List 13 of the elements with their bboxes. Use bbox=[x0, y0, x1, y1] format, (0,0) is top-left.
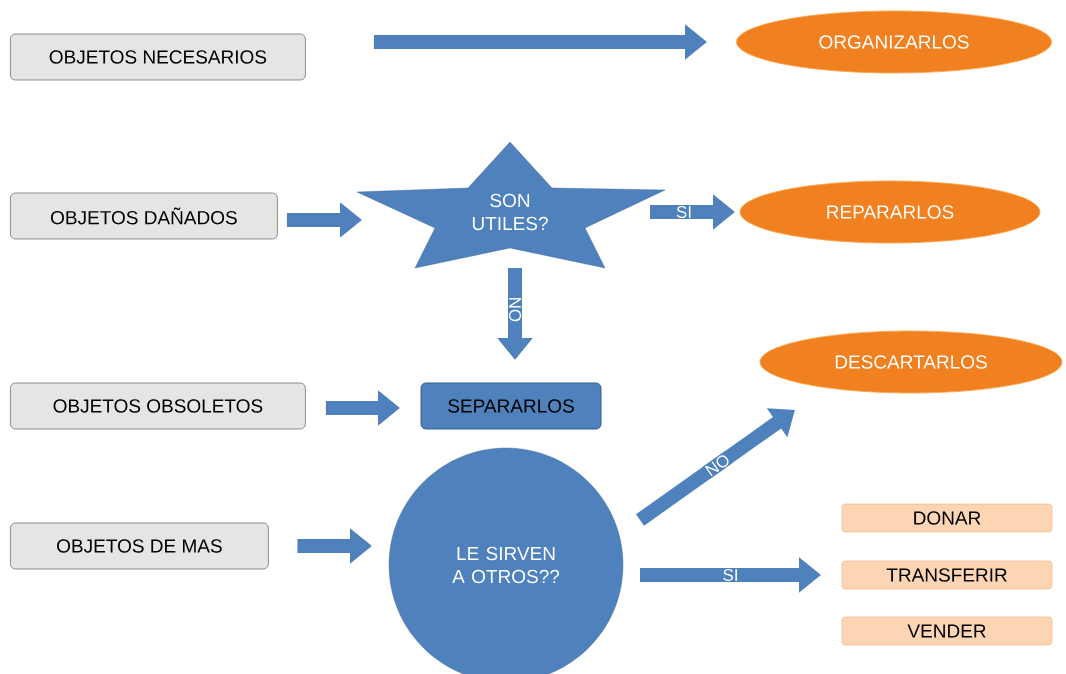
option-box: DONAR bbox=[841, 503, 1053, 533]
label-box: OBJETOS NECESARIOS bbox=[10, 33, 306, 81]
block-arrow bbox=[635, 408, 795, 526]
label-box: OBJETOS DE MAS bbox=[10, 522, 269, 570]
process-box: SEPARARLOS bbox=[420, 382, 602, 430]
label-box: OBJETOS DAÑADOS bbox=[10, 192, 278, 240]
label-box: OBJETOS OBSOLETOS bbox=[10, 382, 306, 430]
edge-label: NO bbox=[508, 295, 522, 324]
option-box: TRANSFERIR bbox=[841, 560, 1053, 590]
edge-label: SI bbox=[674, 205, 694, 219]
edge-label: NO bbox=[702, 451, 733, 479]
edge-label: SI bbox=[721, 568, 740, 582]
option-box: VENDER bbox=[841, 616, 1053, 646]
